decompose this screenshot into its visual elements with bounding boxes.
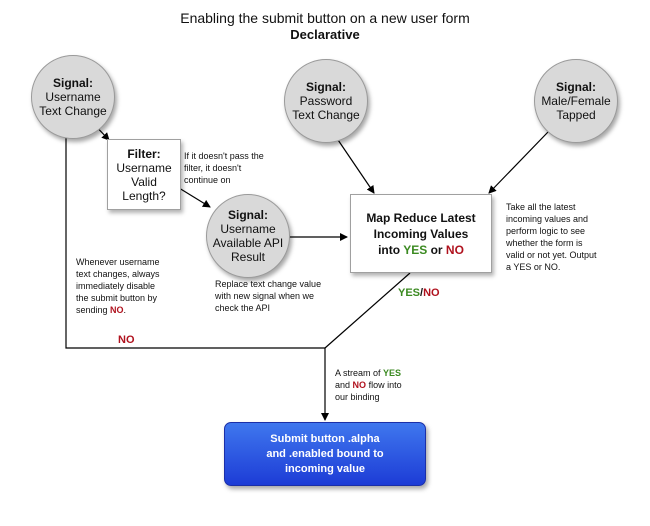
signal-line: Available API xyxy=(212,236,284,250)
username-note: Whenever username text changes, always i… xyxy=(76,256,160,316)
note-no: NO xyxy=(110,305,124,315)
filter-line: Username xyxy=(116,160,172,175)
note-no: NO xyxy=(352,380,367,390)
note-line: Whenever username xyxy=(76,257,160,267)
note-text: A stream of xyxy=(335,368,381,378)
map-reduce-no: NO xyxy=(445,242,464,257)
note-yes: YES xyxy=(383,368,402,378)
edge-label-yes: YES xyxy=(398,287,421,299)
map-reduce-outcome: into YES or NO xyxy=(378,242,464,258)
signal-heading: Signal: xyxy=(227,208,268,222)
submit-line: incoming value xyxy=(284,462,366,475)
note-line: the submit button by xyxy=(76,293,158,303)
note-line: and NO flow into xyxy=(335,379,402,391)
signal-heading: Signal: xyxy=(52,76,93,90)
edge-mapreduce-to-merge xyxy=(324,272,411,349)
signal-heading: Signal: xyxy=(305,80,346,94)
signal-line: Username xyxy=(45,90,101,104)
edge-gender-to-mapreduce xyxy=(488,131,549,194)
note-text: and xyxy=(335,380,351,390)
filter-line: Valid xyxy=(131,174,157,189)
map-reduce-box: Map Reduce Latest Incoming Values into Y… xyxy=(350,194,492,273)
map-reduce-into: into xyxy=(378,242,401,257)
yes-no-edge-label: YES/NO xyxy=(398,287,440,299)
note-line: a YES or NO. xyxy=(506,262,561,272)
note-line: immediately disable xyxy=(76,281,156,291)
note-line: with new signal when we xyxy=(215,291,315,301)
note-line: Replace text change value xyxy=(215,279,322,289)
signal-line: Text Change xyxy=(292,108,360,122)
edge-label-slash: / xyxy=(420,287,424,299)
map-reduce-line: Incoming Values xyxy=(373,226,469,241)
diagram-subtitle: Declarative xyxy=(290,27,360,42)
signal-line: Male/Female xyxy=(541,94,611,108)
no-edge-label: NO xyxy=(118,334,135,346)
signal-gender-tapped: Signal: Male/Female Tapped xyxy=(534,59,618,143)
note-line: our binding xyxy=(335,392,380,402)
edge-label-no: NO xyxy=(423,287,440,299)
replace-note: Replace text change value with new signa… xyxy=(215,278,321,314)
note-line: incoming values and xyxy=(506,214,589,224)
filter-note: If it doesn't pass the filter, it doesn'… xyxy=(184,150,264,186)
signal-username-text-change: Signal: Username Text Change xyxy=(31,55,115,139)
submit-binding-box: Submit button .alpha and .enabled bound … xyxy=(224,422,426,486)
signal-password-text-change: Signal: Password Text Change xyxy=(284,59,368,143)
note-line: check the API xyxy=(215,303,271,313)
signal-line: Result xyxy=(230,250,265,264)
submit-line: and .enabled bound to xyxy=(266,447,384,460)
note-line: filter, it doesn't xyxy=(184,163,242,173)
logic-note: Take all the latest incoming values and … xyxy=(506,201,597,273)
stream-note: A stream of YES and NO flow into our bin… xyxy=(335,367,402,403)
note-line: text changes, always xyxy=(76,269,160,279)
note-line: continue on xyxy=(184,175,231,185)
filter-line: Length? xyxy=(122,188,166,203)
note-line: If it doesn't pass the xyxy=(184,151,264,161)
diagram-title: Enabling the submit button on a new user… xyxy=(180,10,470,26)
edge-username-to-merge xyxy=(65,129,325,349)
note-text: flow into xyxy=(368,380,402,390)
signal-line: Tapped xyxy=(556,108,596,122)
signal-line: Password xyxy=(299,94,353,108)
signal-line: Text Change xyxy=(39,104,107,118)
note-line: perform logic to see xyxy=(506,226,586,236)
note-line: A stream of YES xyxy=(335,367,402,379)
signal-username-api-result: Signal: Username Available API Result xyxy=(206,194,290,278)
signal-line: Username xyxy=(220,222,276,236)
note-line: whether the form is xyxy=(506,238,583,248)
note-line: Take all the latest xyxy=(506,202,576,212)
edge-password-to-mapreduce xyxy=(333,133,375,194)
map-reduce-line: Map Reduce Latest xyxy=(366,210,476,225)
signal-heading: Signal: xyxy=(555,80,596,94)
note-text: sending xyxy=(76,305,108,315)
map-reduce-or: or xyxy=(430,242,443,257)
note-line-last: sending NO. xyxy=(76,304,160,316)
note-line: valid or not yet. Output xyxy=(506,250,597,260)
filter-heading: Filter: xyxy=(127,146,161,161)
submit-line: Submit button .alpha xyxy=(270,432,380,445)
filter-box: Filter: Username Valid Length? xyxy=(107,139,181,210)
note-period: . xyxy=(123,305,127,315)
map-reduce-yes: YES xyxy=(403,242,428,257)
